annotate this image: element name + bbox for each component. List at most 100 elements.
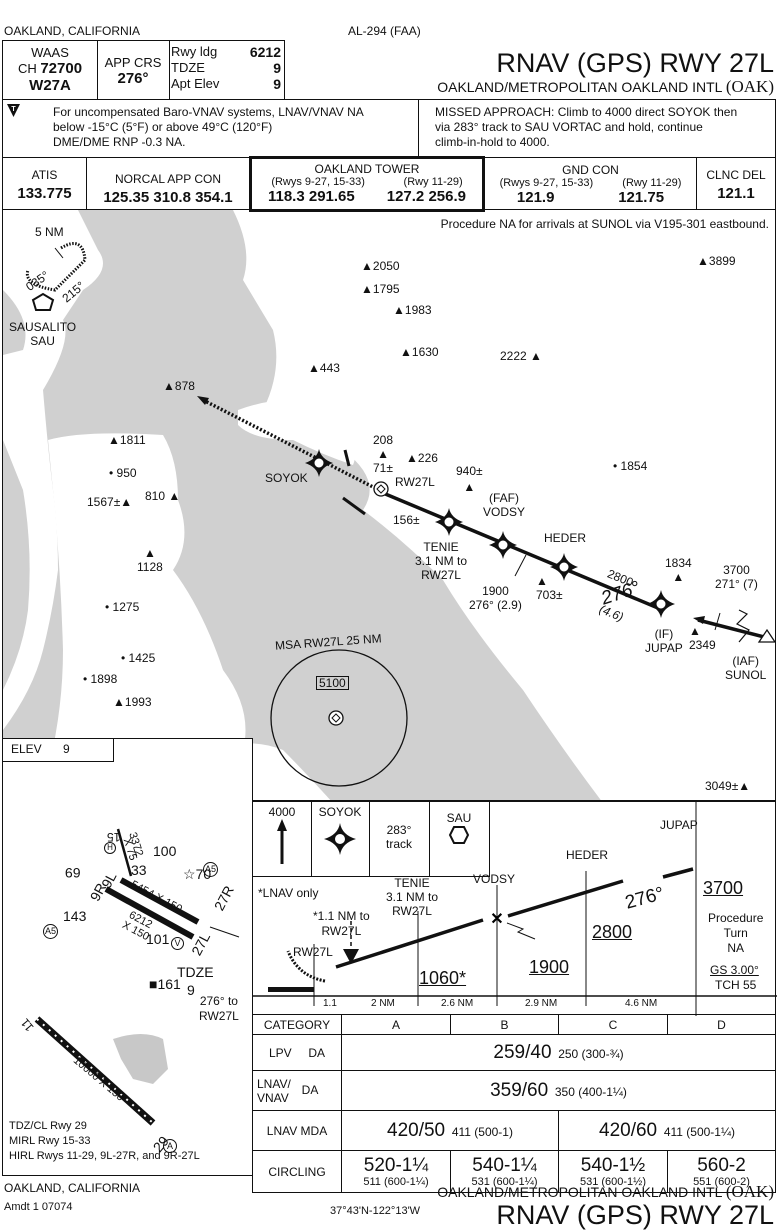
climb-arrow-icon	[277, 819, 287, 864]
dist-seg: 2.9 NM	[525, 998, 558, 1009]
descent-path	[335, 918, 484, 969]
terminal-area	[113, 1034, 168, 1084]
circ-b-sub: 531 (600-1¼)	[471, 1175, 538, 1188]
airport-name: OAKLAND/METROPOLITAN OAKLAND INTL (OAK)	[437, 78, 774, 95]
lnav-vnav-sub: 350 (400-1¼)	[554, 1084, 627, 1099]
plan-view: Procedure NA for arrivals at SUNOL via V…	[2, 209, 776, 802]
segment-vodsy-info: 1900 276° (2.9)	[469, 584, 522, 612]
obstacle: 208▲	[373, 433, 394, 461]
note-line: below -15°C (5°F) or above 49°C (120°F)	[53, 120, 273, 134]
notes-row: T For uncompensated Baro-VNAV systems, L…	[2, 99, 776, 158]
lighting-line: MIRL Rwy 15-33	[9, 1135, 91, 1147]
crs-note-line: RW27L	[199, 1009, 239, 1023]
airport-reference-icon	[328, 710, 344, 726]
missed-line: via 283° track to SAU VORTAC and hold, c…	[435, 120, 703, 134]
obstacle-elev: 208	[373, 433, 394, 447]
vodsy-line: (FAF)	[489, 491, 519, 505]
circling-label: CIRCLING	[252, 1150, 342, 1193]
descent-path	[507, 879, 624, 918]
waypoint-vodsy-icon	[489, 531, 517, 559]
lnav-ab-minimums: 420/50 411 (500-1)	[341, 1110, 559, 1151]
missed-line: climb-in-hold to 4000.	[435, 135, 550, 149]
airport-name-text: OAKLAND/METROPOLITAN OAKLAND INTL	[437, 79, 722, 95]
app-con-cell: NORCAL APP CON 125.35 310.8 354.1	[87, 158, 249, 209]
obstacle-elev: 1854	[620, 459, 648, 473]
fix-sunol-label: (IAF) SUNOL	[725, 654, 766, 682]
lpv-row: LPV DA 259/40 250 (300-¾)	[252, 1034, 776, 1071]
circ-c-sub: 531 (600-1½)	[579, 1175, 647, 1188]
dist-seg: 4.6 NM	[625, 998, 658, 1009]
track-degrees: 283°	[386, 823, 412, 837]
gnd-con-cell: GND CON (Rwys 9-27, 15-33)(Rwy 11-29) 12…	[485, 158, 697, 209]
obstacle-elev: 1567±	[87, 495, 121, 509]
lnav-vnav-label-cell: LNAV/ VNAV DA	[252, 1070, 342, 1111]
glideslope-angle: GS 3.00°	[710, 963, 759, 977]
lnav-ab-main: 420/50	[387, 1119, 446, 1141]
gnd-freq1: 121.9	[516, 189, 555, 206]
profile-jupap-label: JUPAP	[660, 818, 698, 832]
obstacle-101: 101	[146, 931, 170, 947]
profile-vdp-label: *1.1 NM to RW27L	[313, 909, 370, 939]
tdze-label: TDZE	[171, 60, 205, 75]
circ-b-main: 540-1¼	[472, 1154, 537, 1176]
obstacle-elev: 71±	[373, 461, 393, 475]
apt-elev-label: Apt Elev	[171, 76, 220, 91]
obstacle: ▲1993	[113, 695, 152, 709]
amendment: Amdt 1 07074	[4, 1201, 73, 1213]
plan-view-terrain	[3, 210, 775, 801]
lighting-line: TDZ/CL Rwy 29	[9, 1120, 87, 1132]
alt-heder: 2800	[592, 922, 633, 942]
obstacle-143: 143	[63, 908, 87, 924]
alt-jupap: 3700	[703, 878, 744, 898]
pt-line: NA	[727, 941, 745, 955]
sunol-intersection-icon	[757, 628, 775, 643]
missed-approach-track	[202, 398, 376, 490]
app-crs-value: 276°	[117, 70, 149, 87]
obstacle-elev: 1983	[404, 303, 432, 317]
soyok-label: SOYOK	[318, 805, 362, 819]
missed-line: MISSED APPROACH: Climb to 4000 direct SO…	[435, 105, 738, 119]
msa-circle	[270, 649, 408, 787]
profile-view: 4000 SOYOK 283° track SAU ✕ *	[252, 800, 777, 1016]
app-crs-cell: APP CRS 276°	[97, 41, 170, 100]
tenie-line: TENIE	[394, 876, 430, 890]
obstacle-elev: 3049±	[705, 779, 739, 793]
waas-cell: WAAS CH 72700 W27A	[3, 41, 98, 100]
obstacle-elev: 156±	[393, 513, 420, 527]
track-label: track	[385, 837, 412, 851]
obstacle-elev: 2222	[500, 349, 527, 363]
obstacle-elev: 1128	[137, 560, 163, 574]
obstacle: ▲3899	[697, 254, 736, 268]
final-approach-course	[382, 491, 659, 610]
seg-crs: 276° (2.9)	[469, 598, 522, 612]
dist-seg: 2 NM	[371, 998, 395, 1009]
minimums-table: CATEGORY A B C D LPV DA 259/40 250 (300-…	[252, 1014, 776, 1193]
sau-vortac-icon	[31, 292, 55, 311]
tower-cell: OAKLAND TOWER (Rwys 9-27, 15-33)(Rwy 11-…	[249, 156, 485, 212]
obstacle: ▲1128	[137, 546, 163, 574]
threshold-crossing-height: TCH 55	[715, 978, 757, 992]
obstacle: 71±	[373, 462, 393, 474]
seg-alt: 1900	[482, 584, 509, 598]
header-location: OAKLAND, CALIFORNIA	[4, 24, 141, 38]
gnd-sub2: (Rwy 11-29)	[622, 177, 682, 189]
hold-distance: 5 NM	[35, 225, 64, 239]
gnd-subs: (Rwys 9-27, 15-33)(Rwy 11-29)	[485, 177, 696, 189]
obstacle-elev: 878	[174, 379, 195, 393]
tenie-line: RW27L	[392, 904, 432, 918]
waas-channel: CH 72700	[3, 60, 97, 77]
lnav-label: LNAV MDA	[252, 1110, 342, 1151]
jupap-line: JUPAP	[645, 641, 683, 655]
obstacle: 1567±▲	[87, 495, 133, 509]
lnav-cd-main: 420/60	[599, 1119, 658, 1141]
sunol-line: (IAF)	[732, 654, 759, 668]
lnav-only-note: *LNAV only	[258, 886, 319, 900]
obstacle: ▲878	[163, 379, 195, 393]
obstacle: ▲703±	[536, 574, 563, 602]
obstacle-elev: 1834	[665, 556, 692, 570]
navaid-name: SAUSALITO	[9, 320, 77, 334]
fix-jupap-label: (IF) JUPAP	[645, 627, 683, 655]
profile-rw27l-label: RW27L	[293, 945, 333, 959]
elev-value: 9	[63, 742, 70, 756]
